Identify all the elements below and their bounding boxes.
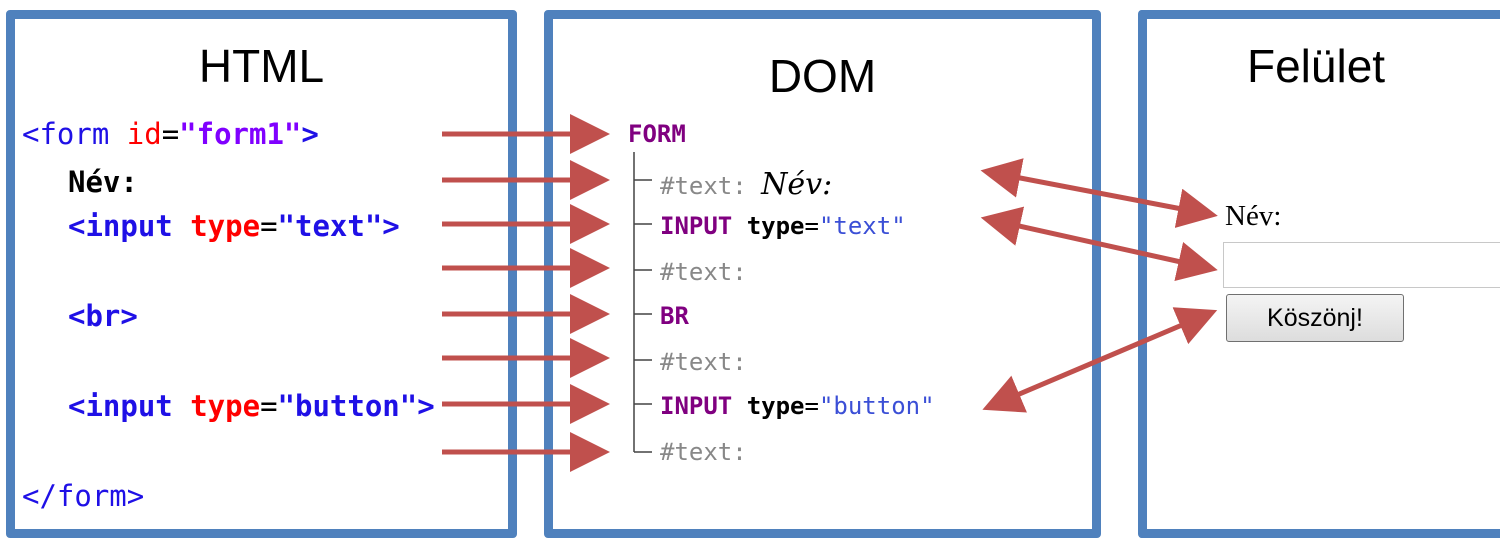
code-input-button: <input type="button">: [68, 389, 435, 423]
code-input-text: <input type="text">: [68, 209, 400, 243]
ui-greet-button[interactable]: Köszönj!: [1226, 294, 1404, 342]
dom-node-br: BR: [660, 302, 689, 330]
dom-node-text1: #text: Név:: [660, 167, 833, 202]
code-form-open: <form id="form1">: [22, 117, 319, 151]
ui-panel-title: Felület: [1247, 40, 1386, 92]
code-br: <br>: [68, 299, 138, 333]
dom-node-text4: #text:: [660, 438, 747, 466]
ui-name-label: Név:: [1225, 200, 1282, 232]
dom-node-input-button: INPUT type="button": [660, 392, 935, 420]
dom-node-form: FORM: [628, 120, 686, 148]
dom-node-text2: #text:: [660, 258, 747, 286]
dom-node-input-text: INPUT type="text": [660, 212, 906, 240]
html-panel: HTML: [6, 10, 517, 538]
dom-node-text3: #text:: [660, 348, 747, 376]
dom-panel-title: DOM: [768, 50, 877, 102]
code-label-text: Név:: [68, 165, 138, 199]
code-form-close: </form>: [22, 479, 145, 513]
dom-panel: DOM: [544, 10, 1101, 538]
html-panel-title: HTML: [198, 40, 325, 92]
ui-name-input[interactable]: [1223, 242, 1500, 288]
